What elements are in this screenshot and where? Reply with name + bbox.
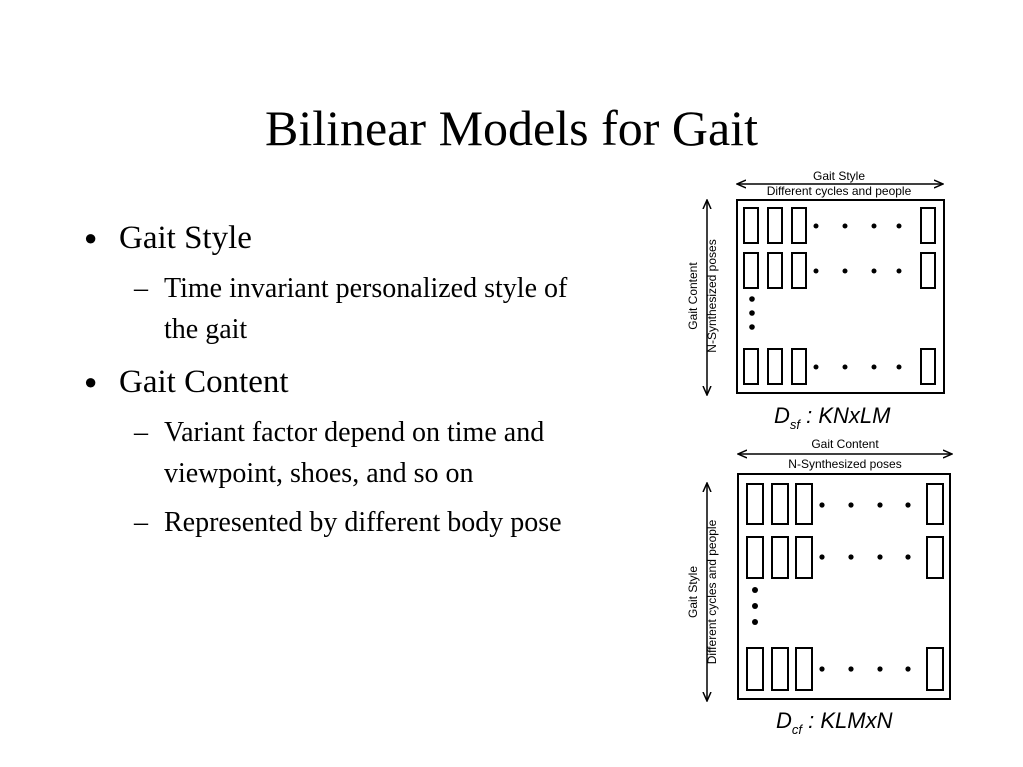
matrix-frame — [736, 199, 945, 394]
side-axis-sublabel: N-Synthesized poses — [705, 239, 719, 352]
matrix-cell — [791, 348, 807, 385]
bullet-gait-style: ● Gait Style — [84, 214, 604, 262]
matrix-row — [746, 536, 944, 579]
side-axis-label: Gait Style — [686, 566, 700, 618]
matrix-cell — [771, 483, 789, 525]
dash-icon: – — [134, 417, 148, 448]
matrix-cell — [743, 252, 759, 289]
matrix-cell — [920, 207, 936, 244]
matrix-cell — [920, 348, 936, 385]
sub-bullet-content-desc: – Variant factor depend on time and view… — [84, 412, 604, 494]
matrix-cell — [926, 483, 944, 525]
matrix-cell — [746, 647, 764, 691]
dash-icon: – — [134, 273, 148, 304]
top-axis-sublabel: N-Synthesized poses — [788, 457, 901, 471]
matrix-cell — [743, 348, 759, 385]
sub-bullet-pose-desc: – Represented by different body pose — [84, 502, 604, 543]
side-axis-sublabel: Different cycles and people — [705, 519, 719, 664]
matrix-cell — [795, 536, 813, 579]
matrix-cell — [795, 647, 813, 691]
vertical-ellipsis — [752, 587, 758, 625]
sub-bullet-text: Time invariant personalized style of the… — [164, 273, 568, 345]
bullet-dot-icon: ● — [84, 225, 98, 250]
bullet-dot-icon: ● — [84, 369, 98, 394]
matrix-caption: Dsf : KNxLM — [774, 403, 891, 432]
matrix-caption: Dcf : KLMxN — [776, 708, 893, 737]
matrix-cell — [746, 536, 764, 579]
bullet-gait-content: ● Gait Content — [84, 358, 604, 406]
matrix-cell — [920, 252, 936, 289]
matrix-diagram-bottom: Gait Content N-Synthesized poses Gait St… — [686, 437, 951, 737]
sub-bullet-text: Represented by different body pose — [164, 507, 562, 538]
matrix-cell — [767, 252, 783, 289]
matrix-cell — [767, 207, 783, 244]
slide-title: Bilinear Models for Gait — [265, 100, 758, 156]
matrix-cell — [771, 647, 789, 691]
matrix-frame — [737, 473, 951, 700]
matrix-row — [746, 647, 944, 691]
matrix-cell — [771, 536, 789, 579]
bullet-text: Gait Content — [119, 364, 289, 400]
matrix-cell — [795, 483, 813, 525]
matrix-cell — [743, 207, 759, 244]
dash-icon: – — [134, 507, 148, 538]
matrix-row — [743, 252, 936, 289]
vertical-ellipsis — [749, 296, 755, 330]
matrix-cell — [926, 536, 944, 579]
sub-bullet-style-desc: – Time invariant personalized style of t… — [84, 268, 604, 350]
bullet-text: Gait Style — [119, 220, 252, 256]
matrix-diagram-top: Gait Style Different cycles and people G… — [686, 169, 945, 432]
top-axis-label: Gait Content — [811, 437, 879, 451]
top-axis-sublabel: Different cycles and people — [767, 184, 912, 198]
matrix-cell — [767, 348, 783, 385]
matrix-row — [743, 348, 936, 385]
matrix-row — [746, 483, 944, 525]
top-axis-label: Gait Style — [813, 169, 865, 183]
matrix-cell — [791, 207, 807, 244]
side-axis-label: Gait Content — [686, 262, 700, 330]
matrix-row — [743, 207, 936, 244]
matrix-cell — [791, 252, 807, 289]
bullet-list: ● Gait Style – Time invariant personaliz… — [84, 214, 604, 551]
sub-bullet-text: Variant factor depend on time and viewpo… — [164, 417, 545, 489]
matrix-cell — [926, 647, 944, 691]
matrix-cell — [746, 483, 764, 525]
